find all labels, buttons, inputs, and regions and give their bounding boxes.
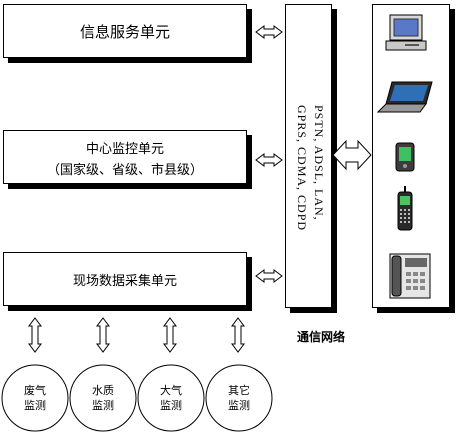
monitor-exhaust-line2: 监测 <box>24 399 46 412</box>
monitor-air-line1: 大气 <box>160 384 182 397</box>
desktop-computer-icon <box>385 14 427 51</box>
monitor-circle-air <box>137 364 205 432</box>
network-protocols-line2: GPRS, CDMA, CDPD <box>295 105 309 232</box>
monitor-other-label: 其它 监测 <box>204 383 274 413</box>
network-protocols-line1: PSTN, ADSL, LAN, <box>312 105 326 221</box>
mobile-phone-icon <box>397 186 413 231</box>
arrow-field-other <box>231 317 245 353</box>
network-caption: 通信网络 <box>297 330 346 344</box>
field-data-unit: 现场数据采集单元 <box>3 252 247 306</box>
telephone-icon <box>389 253 431 299</box>
monitor-circle-other <box>205 364 273 432</box>
arrow-field-exhaust <box>28 317 42 353</box>
monitor-air-label: 大气 监测 <box>136 383 206 413</box>
monitor-other-line1: 其它 <box>228 384 250 397</box>
center-monitor-unit: 中心监控单元 （国家级、省级、市县级） <box>3 130 247 184</box>
info-service-label: 信息服务单元 <box>79 23 170 41</box>
arrow-field-network <box>255 269 283 283</box>
center-monitor-sublabel: （国家级、省级、市县级） <box>46 163 203 178</box>
monitor-water-label: 水质 监测 <box>68 383 138 413</box>
laptop-icon <box>376 81 433 113</box>
monitor-other-line2: 监测 <box>228 399 250 412</box>
arrow-field-water <box>96 317 110 353</box>
arrow-info-network <box>255 25 283 39</box>
center-monitor-label: 中心监控单元 <box>85 142 164 157</box>
network-protocols: PSTN, ADSL, LAN, GPRS, CDMA, CDPD <box>286 5 333 309</box>
monitor-exhaust-label: 废气 监测 <box>0 383 70 413</box>
info-service-unit: 信息服务单元 <box>3 4 247 58</box>
monitor-water-line1: 水质 <box>92 384 114 397</box>
arrow-field-air <box>163 317 177 353</box>
arrow-center-network <box>255 153 283 167</box>
monitor-exhaust-line1: 废气 <box>24 384 46 397</box>
arrow-network-devices <box>332 139 372 171</box>
field-data-label: 现场数据采集单元 <box>72 274 177 289</box>
monitor-circle-water <box>69 364 137 432</box>
pda-icon <box>395 142 415 172</box>
monitor-water-line2: 监测 <box>92 399 114 412</box>
monitor-circle-exhaust <box>1 364 69 432</box>
monitor-air-line2: 监测 <box>160 399 182 412</box>
network-box: PSTN, ADSL, LAN, GPRS, CDMA, CDPD <box>285 4 332 308</box>
